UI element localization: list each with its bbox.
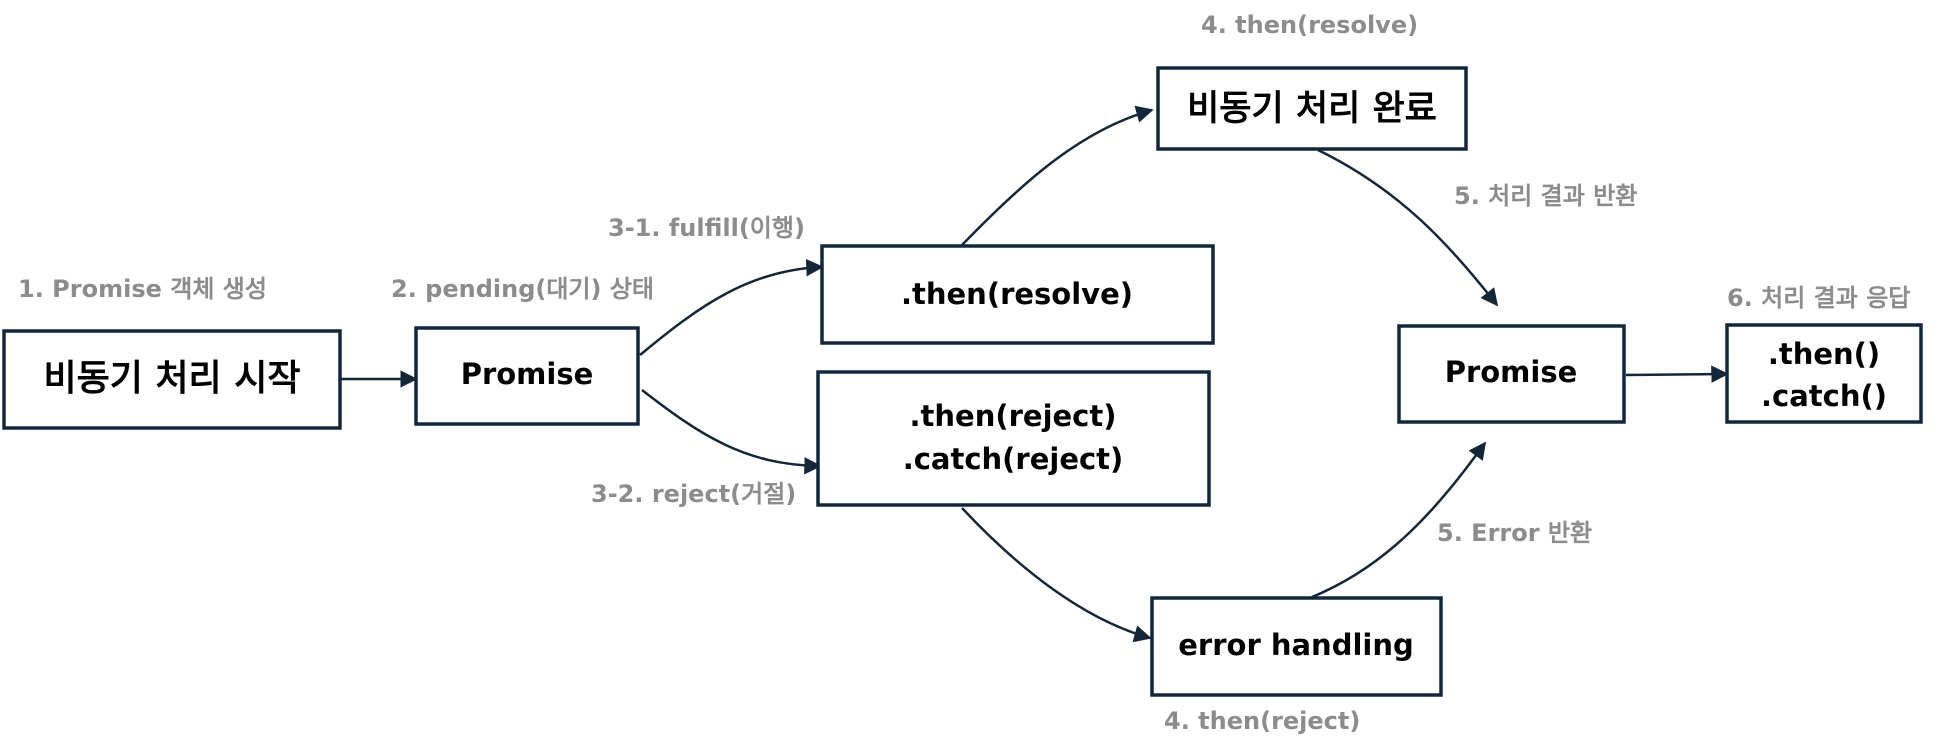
step-pending-state: 2. pending(대기) 상태 <box>391 275 654 303</box>
step-return-error: 5. Error 반환 <box>1437 519 1592 547</box>
error-handling-box: error handling <box>1150 596 1443 697</box>
async-start-box: 비동기 처리 시작 <box>2 329 342 430</box>
arrow-then-reject-to-error-handling <box>961 507 1152 643</box>
then-reject-label: .then(reject) <box>910 399 1117 433</box>
arrow-then-resolve-to-complete <box>961 105 1154 246</box>
promise-result-label: Promise <box>1445 355 1578 389</box>
step-then-reject: 4. then(reject) <box>1164 707 1360 735</box>
arrow-error-handling-to-promise-result <box>1311 441 1487 599</box>
step-then-resolve: 4. then(resolve) <box>1201 11 1418 39</box>
async-complete-label: 비동기 처리 완료 <box>1187 89 1437 129</box>
arrow-complete-to-promise-result <box>1317 148 1499 307</box>
catch-reject-label: .catch(reject) <box>903 442 1124 476</box>
final-handler-box: .then() .catch() <box>1725 323 1923 424</box>
promise-initial-box: Promise <box>414 326 640 426</box>
async-start-label: 비동기 처리 시작 <box>44 358 301 399</box>
then-resolve-box: .then(resolve) <box>820 244 1215 345</box>
final-catch-label: .catch() <box>1761 379 1887 413</box>
arrow-promise-to-then-reject <box>641 389 822 475</box>
then-catch-reject-box: .then(reject) .catch(reject) <box>816 370 1211 507</box>
step-create-promise: 1. Promise 객체 생성 <box>18 275 267 303</box>
error-handling-label: error handling <box>1178 628 1414 662</box>
step-return-result: 5. 처리 결과 반환 <box>1454 182 1637 210</box>
final-then-label: .then() <box>1768 337 1880 371</box>
promise-result-box: Promise <box>1397 324 1626 424</box>
async-complete-box: 비동기 처리 완료 <box>1156 66 1468 151</box>
step-reject: 3-2. reject(거절) <box>591 480 796 508</box>
step-respond-result: 6. 처리 결과 응답 <box>1727 284 1910 312</box>
step-fulfill: 3-1. fulfill(이행) <box>608 214 805 242</box>
arrow-promise-result-to-final <box>1625 365 1729 383</box>
arrow-promise-to-then-resolve <box>639 258 824 356</box>
promise-initial-label: Promise <box>461 357 594 391</box>
then-resolve-label: .then(resolve) <box>901 277 1133 311</box>
